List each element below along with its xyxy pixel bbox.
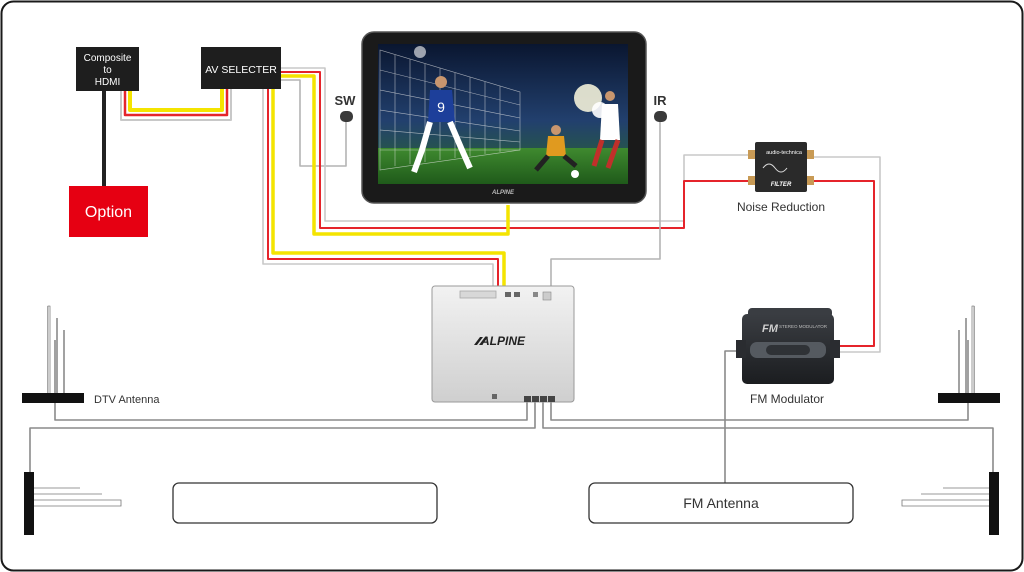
ir-sensor: IR	[654, 93, 668, 122]
cable-white-nr-fm	[810, 156, 881, 353]
antenna-port-icon	[540, 396, 547, 402]
fm-antenna-box: FM Antenna	[588, 482, 854, 524]
fm-antenna-label: FM Antenna	[683, 495, 759, 511]
wave-icon	[762, 163, 788, 173]
av-selecter-label: AV SELECTER	[205, 64, 277, 76]
noise-reduction-filter: audio-technica FILTER Noise Reduction	[737, 142, 825, 214]
cable-fm-antenna	[724, 350, 741, 484]
cable-dtv-left-upper	[54, 340, 528, 421]
antenna-port-icon	[524, 396, 531, 402]
svg-text:9: 9	[437, 99, 445, 115]
cable-yellow-composite	[128, 89, 224, 112]
antenna-port-icon	[532, 396, 539, 402]
ir-label: IR	[654, 93, 668, 108]
tuner-brand: ALPINE	[480, 334, 526, 348]
side-antenna-right	[901, 472, 999, 535]
alpine-tuner-box: ALPINE	[431, 285, 575, 403]
antenna-port-icon	[548, 396, 555, 402]
player-figures: 9	[411, 76, 621, 178]
cable-sw	[281, 79, 347, 167]
av-selecter-box: AV SELECTER	[201, 47, 281, 89]
cable-dtv-right-upper	[550, 340, 969, 421]
cable-white-tuner	[262, 89, 494, 286]
fm-modulator-label: FM Modulator	[750, 392, 824, 406]
fm-modulator: FM STEREO MODULATOR FM Modulator	[736, 308, 840, 406]
monitor-brand: ALPINE	[491, 190, 515, 196]
cable-red-monitor	[281, 71, 752, 229]
cable-red-nr-fm	[810, 180, 875, 347]
fm-logo: FM	[762, 323, 779, 335]
composite-line2: to	[103, 65, 112, 76]
cable-dtv-left-lower	[29, 401, 536, 472]
option-box: Option	[69, 186, 148, 237]
dtv-antenna-right	[938, 305, 1000, 403]
noise-reduction-label: Noise Reduction	[737, 200, 825, 214]
side-antenna-left	[24, 472, 122, 535]
sw-sensor-icon	[340, 111, 353, 122]
nr-filter-name: FILTER	[771, 182, 792, 188]
fm-sub-logo: STEREO MODULATOR	[779, 324, 828, 329]
composite-to-hdmi-box: Composite to HDMI	[76, 47, 139, 91]
cables	[29, 67, 994, 484]
composite-line1: Composite	[84, 53, 132, 64]
monitor: 9 ALPINE	[361, 31, 647, 204]
sw-label: SW	[335, 93, 357, 108]
cable-yellow-monitor	[281, 74, 510, 236]
cable-red-composite	[123, 89, 229, 117]
cable-yellow-tuner	[271, 89, 506, 286]
sw-switch: SW	[335, 93, 357, 122]
cable-white-monitor	[281, 67, 752, 222]
dtv-antenna-left: DTV Antenna	[22, 305, 160, 406]
blank-box	[172, 482, 438, 524]
dtv-antenna-label: DTV Antenna	[94, 394, 160, 406]
option-label: Option	[85, 204, 132, 221]
cable-ir	[550, 121, 661, 286]
cable-white-composite	[120, 89, 232, 121]
cable-red-tuner	[267, 89, 499, 286]
nr-brand: audio-technica	[766, 150, 803, 156]
alpine-logo-icon	[474, 337, 488, 345]
cable-dtv-right-lower	[542, 401, 994, 472]
composite-line3: HDMI	[95, 77, 121, 88]
ir-sensor-icon	[654, 111, 667, 122]
